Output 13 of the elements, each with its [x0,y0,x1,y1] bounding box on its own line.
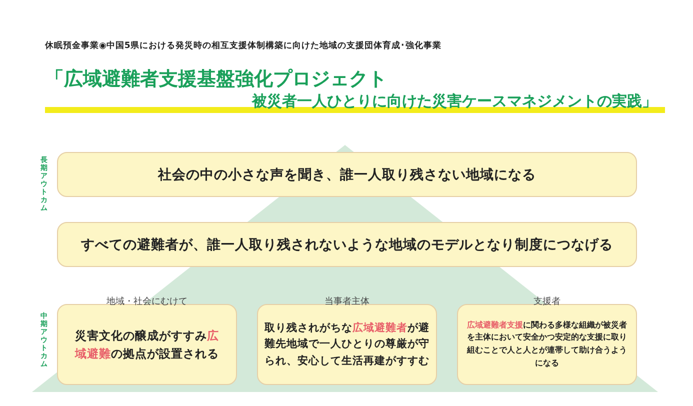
box-text: 災害文化の醸成がすすみ広域避難の拠点が設置される [74,327,220,362]
subtitle: 被災者一人ひとりに向けた災害ケースマネジメントの実践」 [252,92,657,111]
title: 「広域避難者支援基盤強化プロジェクト [45,67,387,92]
box-heading: 地域・社会にむけて [106,296,188,308]
outcome-box [57,222,637,267]
box-text: 取り残されがちな広域避難者が避難先地域で一人ひとりの尊厳が守られ、安心して生活再建がすすむ [264,320,430,369]
box-text: 社会の中の小さな声を聞き、誰一人取り残さない地域になる [156,166,537,184]
box-heading: 当事者主体 [324,296,370,308]
header-text: 休眠預金事業◉中国5県における発災時の相互支援体制構築に向けた地域の支援団体育成･強化事業 [45,40,442,52]
outcome-box [57,152,637,197]
box-text: 広域避難者支援に関わる多様な組織が被災者を主体において安全かつ安定的な支援に取り組むことで人と人とが連帯して助け合うようになる [466,318,628,370]
box-heading: 支援者 [532,296,562,308]
box-text: すべての避難者が、誰一人取り残されないような地域のモデルとなり制度につなげる [80,236,614,254]
